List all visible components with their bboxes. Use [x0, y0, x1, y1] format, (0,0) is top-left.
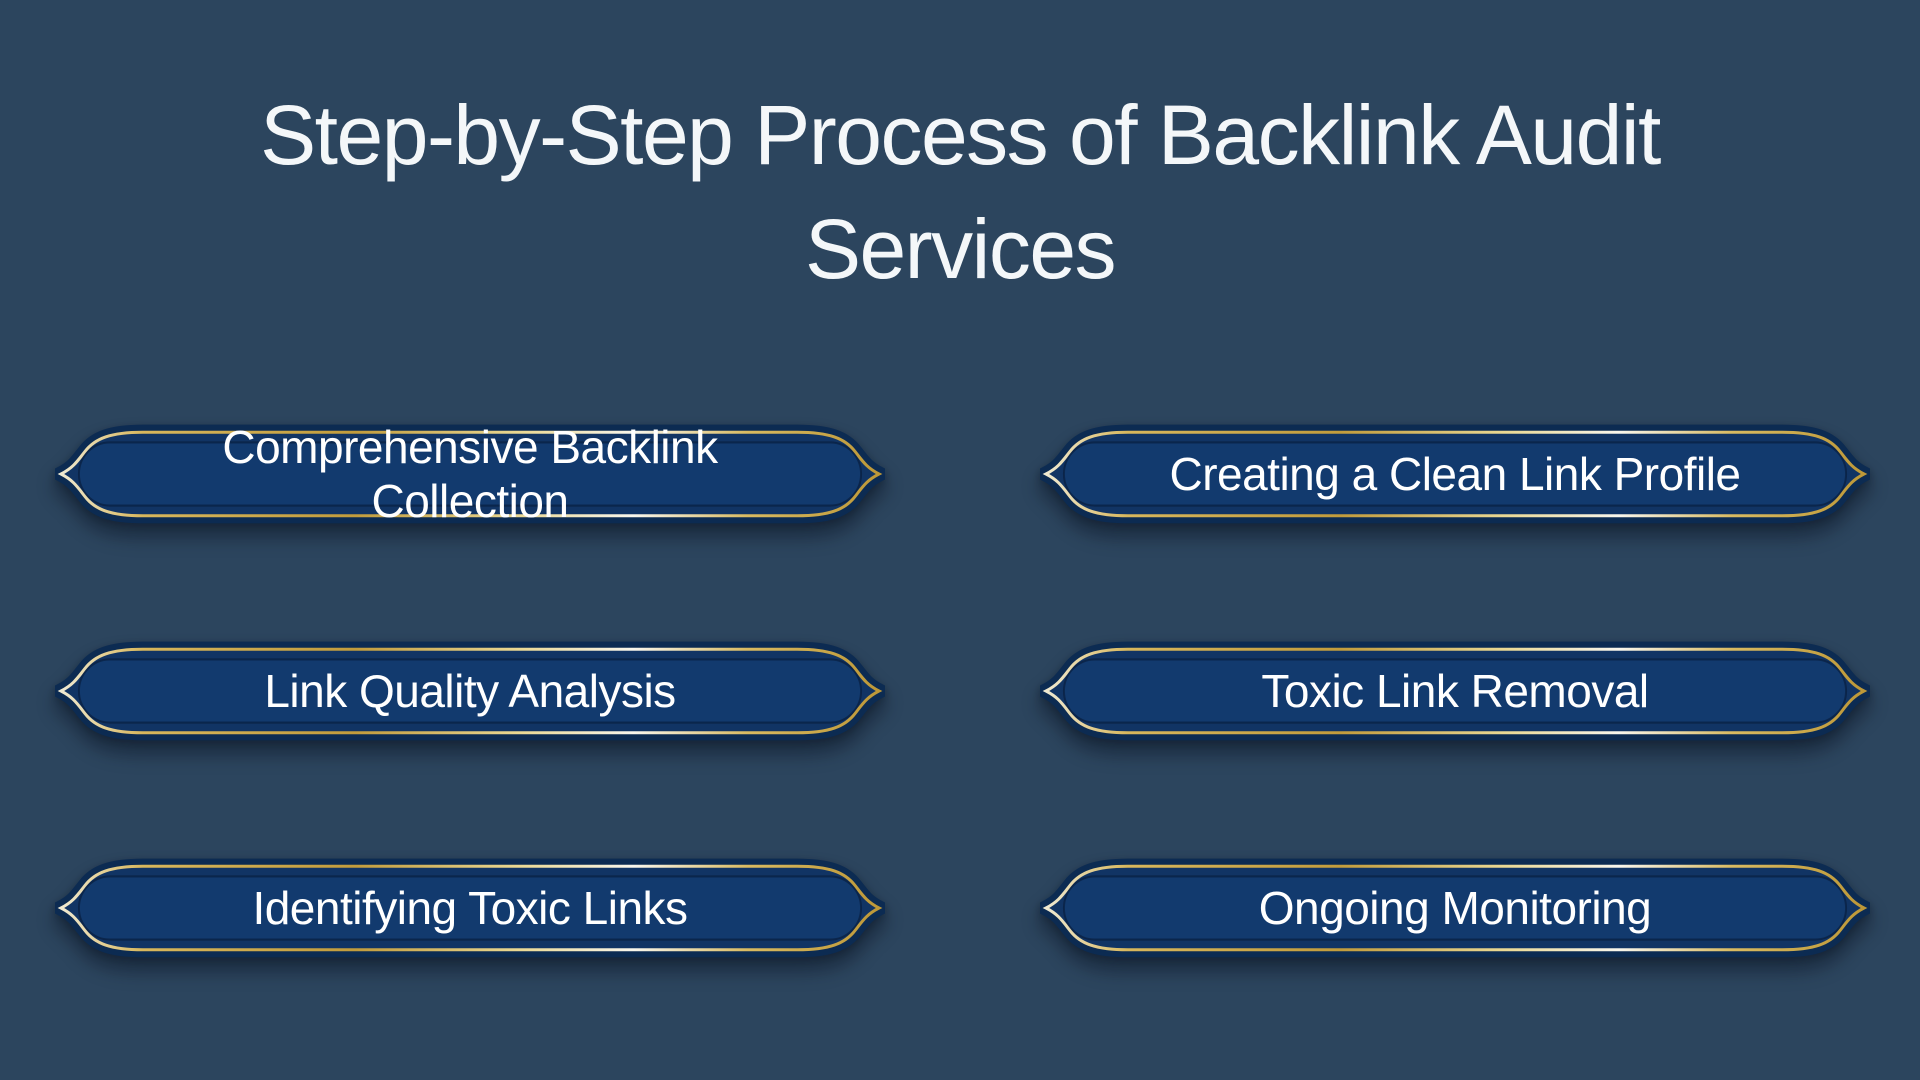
banner-label: Link Quality Analysis — [264, 665, 676, 717]
banner-link-quality-analysis: Link Quality Analysis — [55, 635, 885, 747]
banner-identifying-toxic-links: Identifying Toxic Links — [55, 852, 885, 964]
plaque-shape — [55, 641, 885, 741]
page-title-line-1: Step-by-Step Process of Backlink Audit — [260, 88, 1661, 182]
banner-toxic-link-removal: Toxic Link Removal — [1040, 635, 1870, 747]
banner-label: Creating a Clean Link Profile — [1169, 448, 1741, 500]
banner-label: Comprehensive Backlink Collection — [222, 421, 718, 527]
plaque-shape — [55, 858, 885, 958]
banner-creating-a-clean-link-profile: Creating a Clean Link Profile — [1040, 418, 1870, 530]
banner-label: Identifying Toxic Links — [252, 882, 688, 934]
page-title: Step-by-Step Process of Backlink Audit S… — [0, 78, 1920, 306]
banner-label: Toxic Link Removal — [1261, 665, 1649, 717]
banner-comprehensive-backlink-collection: Comprehensive Backlink Collection — [55, 418, 885, 530]
plaque-shape — [55, 424, 885, 524]
page-title-line-2: Services — [804, 202, 1117, 297]
banner-label: Ongoing Monitoring — [1258, 882, 1652, 934]
plaque-shape — [1040, 858, 1870, 958]
banner-grid: Comprehensive Backlink Collection Creati… — [55, 418, 1870, 964]
plaque-shape — [1040, 641, 1870, 741]
banner-ongoing-monitoring: Ongoing Monitoring — [1040, 852, 1870, 964]
plaque-shape — [1040, 424, 1870, 524]
